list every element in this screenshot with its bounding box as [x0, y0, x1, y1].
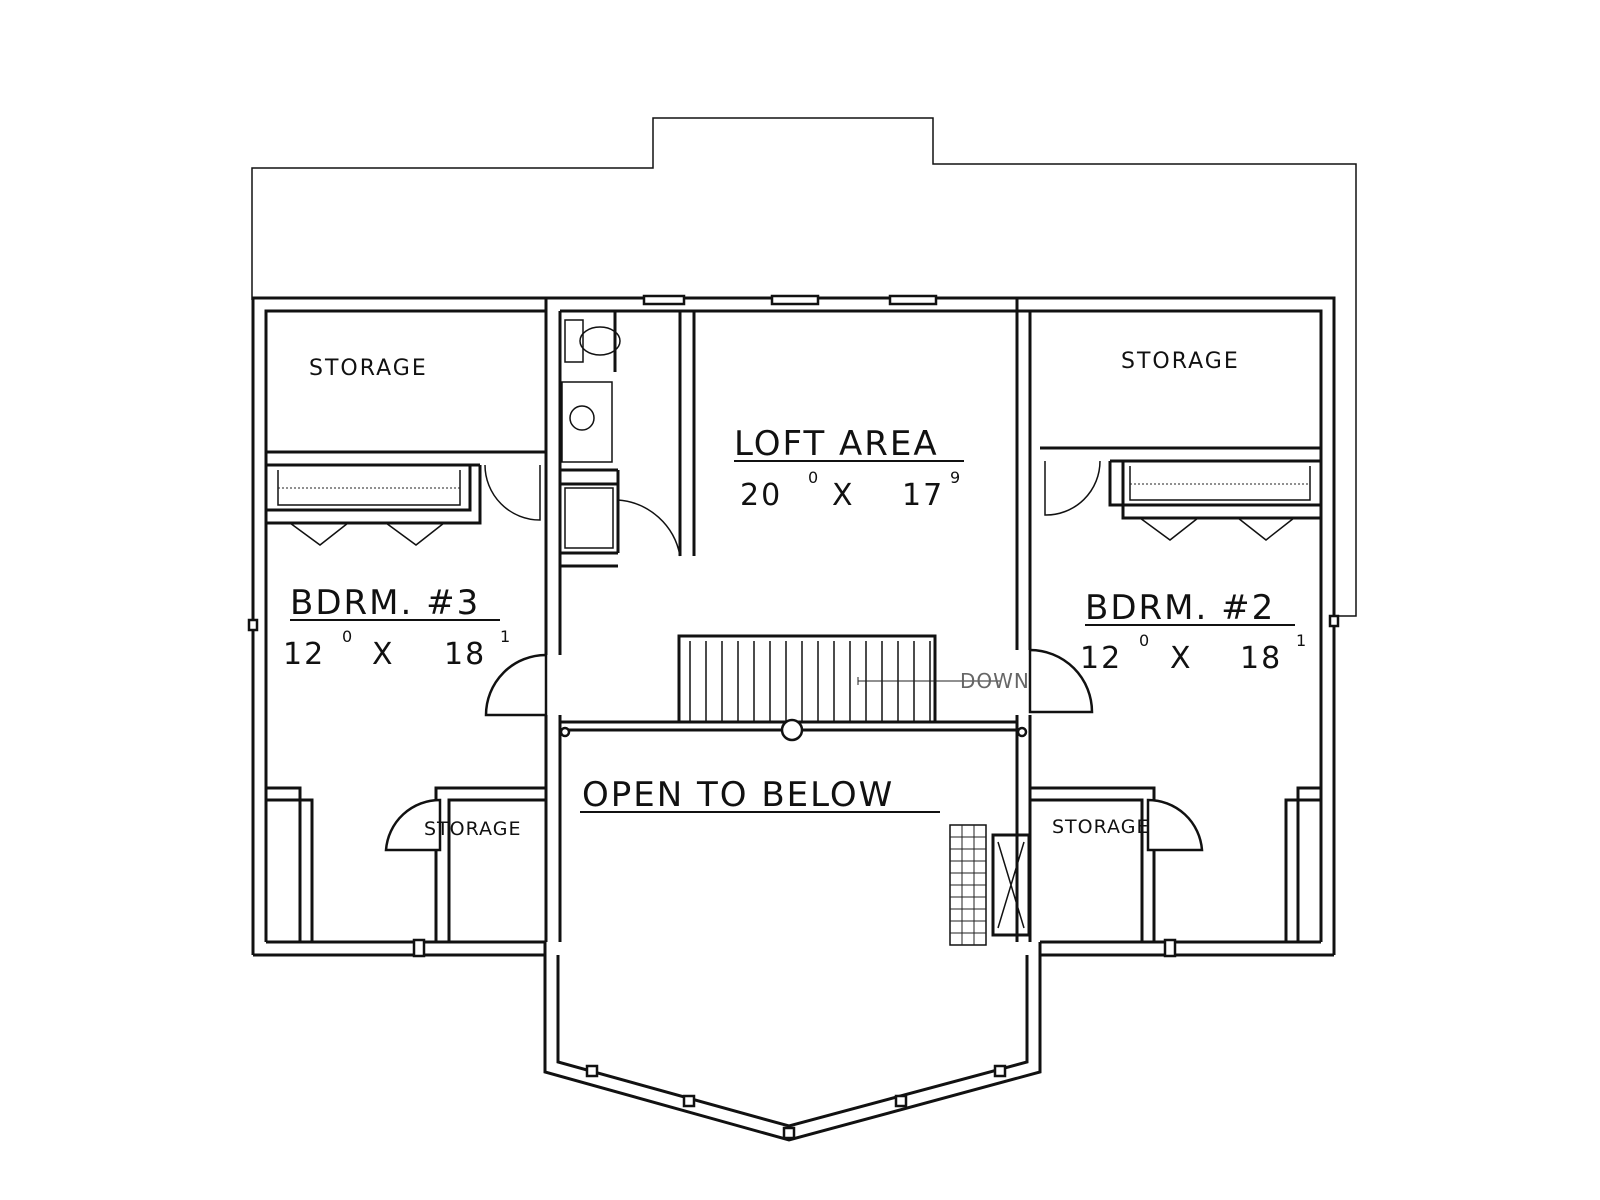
- svg-text:LOFT AREA: LOFT AREA: [734, 424, 939, 464]
- toilet-bowl: [579, 326, 621, 356]
- linen-closet: [564, 487, 614, 549]
- svg-text:18: 18: [444, 637, 486, 672]
- doors: [289, 460, 1295, 852]
- storage-top-left-label: STORAGE: [309, 356, 428, 381]
- svg-text:12: 12: [1080, 641, 1122, 676]
- svg-text:1: 1: [500, 627, 510, 646]
- svg-text:0: 0: [1139, 631, 1149, 650]
- svg-text:1: 1: [1296, 631, 1306, 650]
- svg-text:X: X: [832, 478, 855, 513]
- fireplace: [949, 824, 1031, 946]
- svg-text:X: X: [1170, 641, 1193, 676]
- vanity: [561, 381, 613, 463]
- svg-text:20: 20: [740, 478, 782, 513]
- stair-down-label: DOWN: [960, 669, 1030, 693]
- loft-railing: [559, 718, 1028, 742]
- interior-walls: [266, 298, 1321, 942]
- svg-text:17: 17: [902, 478, 944, 513]
- toilet-tank: [564, 319, 584, 363]
- exterior-walls: [251, 296, 1336, 1142]
- svg-text:BDRM. #2: BDRM. #2: [1085, 588, 1275, 628]
- svg-text:X: X: [372, 637, 395, 672]
- bdrm2-label: BDRM. #2 12 0 X 18 1: [1080, 588, 1306, 676]
- svg-text:18: 18: [1240, 641, 1282, 676]
- bathroom-fixtures: [561, 319, 621, 549]
- windows: [247, 294, 1340, 1140]
- stair: [677, 634, 1000, 724]
- storage-top-right-label: STORAGE: [1121, 349, 1240, 374]
- svg-text:BDRM. #3: BDRM. #3: [290, 583, 480, 623]
- svg-text:0: 0: [342, 627, 352, 646]
- sink: [569, 405, 595, 431]
- svg-text:OPEN TO BELOW: OPEN TO BELOW: [582, 775, 894, 815]
- open-to-below-label: OPEN TO BELOW: [580, 775, 940, 815]
- roof-outline: [251, 117, 1357, 617]
- svg-text:0: 0: [808, 468, 818, 487]
- storage-bottom-right-label: STORAGE: [1052, 816, 1149, 838]
- svg-text:9: 9: [950, 468, 960, 487]
- bdrm3-label: BDRM. #3 12 0 X 18 1: [283, 583, 510, 672]
- loft-label: LOFT AREA 20 0 X 17 9: [734, 424, 964, 513]
- storage-bottom-left-label: STORAGE: [424, 818, 521, 840]
- svg-text:12: 12: [283, 637, 325, 672]
